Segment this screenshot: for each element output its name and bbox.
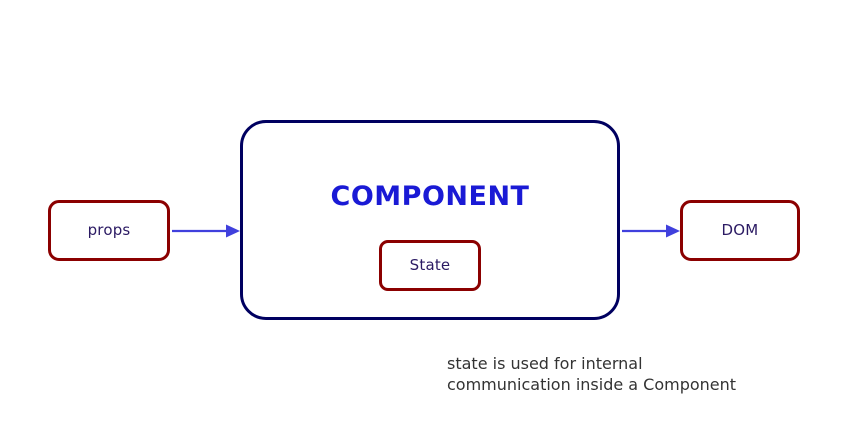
- arrow-props-to-component: [172, 224, 240, 238]
- node-dom-label: DOM: [721, 221, 759, 239]
- node-dom[interactable]: DOM: [680, 200, 800, 261]
- arrowhead-icon: [226, 224, 240, 238]
- component-title: COMPONENT: [330, 181, 530, 212]
- node-state[interactable]: State: [379, 240, 481, 291]
- diagram-caption: state is used for internal communication…: [447, 354, 737, 394]
- arrow-component-to-dom: [622, 224, 680, 238]
- node-component[interactable]: COMPONENT: [240, 120, 620, 320]
- arrowhead-icon: [666, 224, 680, 238]
- node-props-label: props: [87, 221, 131, 239]
- node-state-label: State: [409, 256, 451, 274]
- node-props[interactable]: props: [48, 200, 170, 261]
